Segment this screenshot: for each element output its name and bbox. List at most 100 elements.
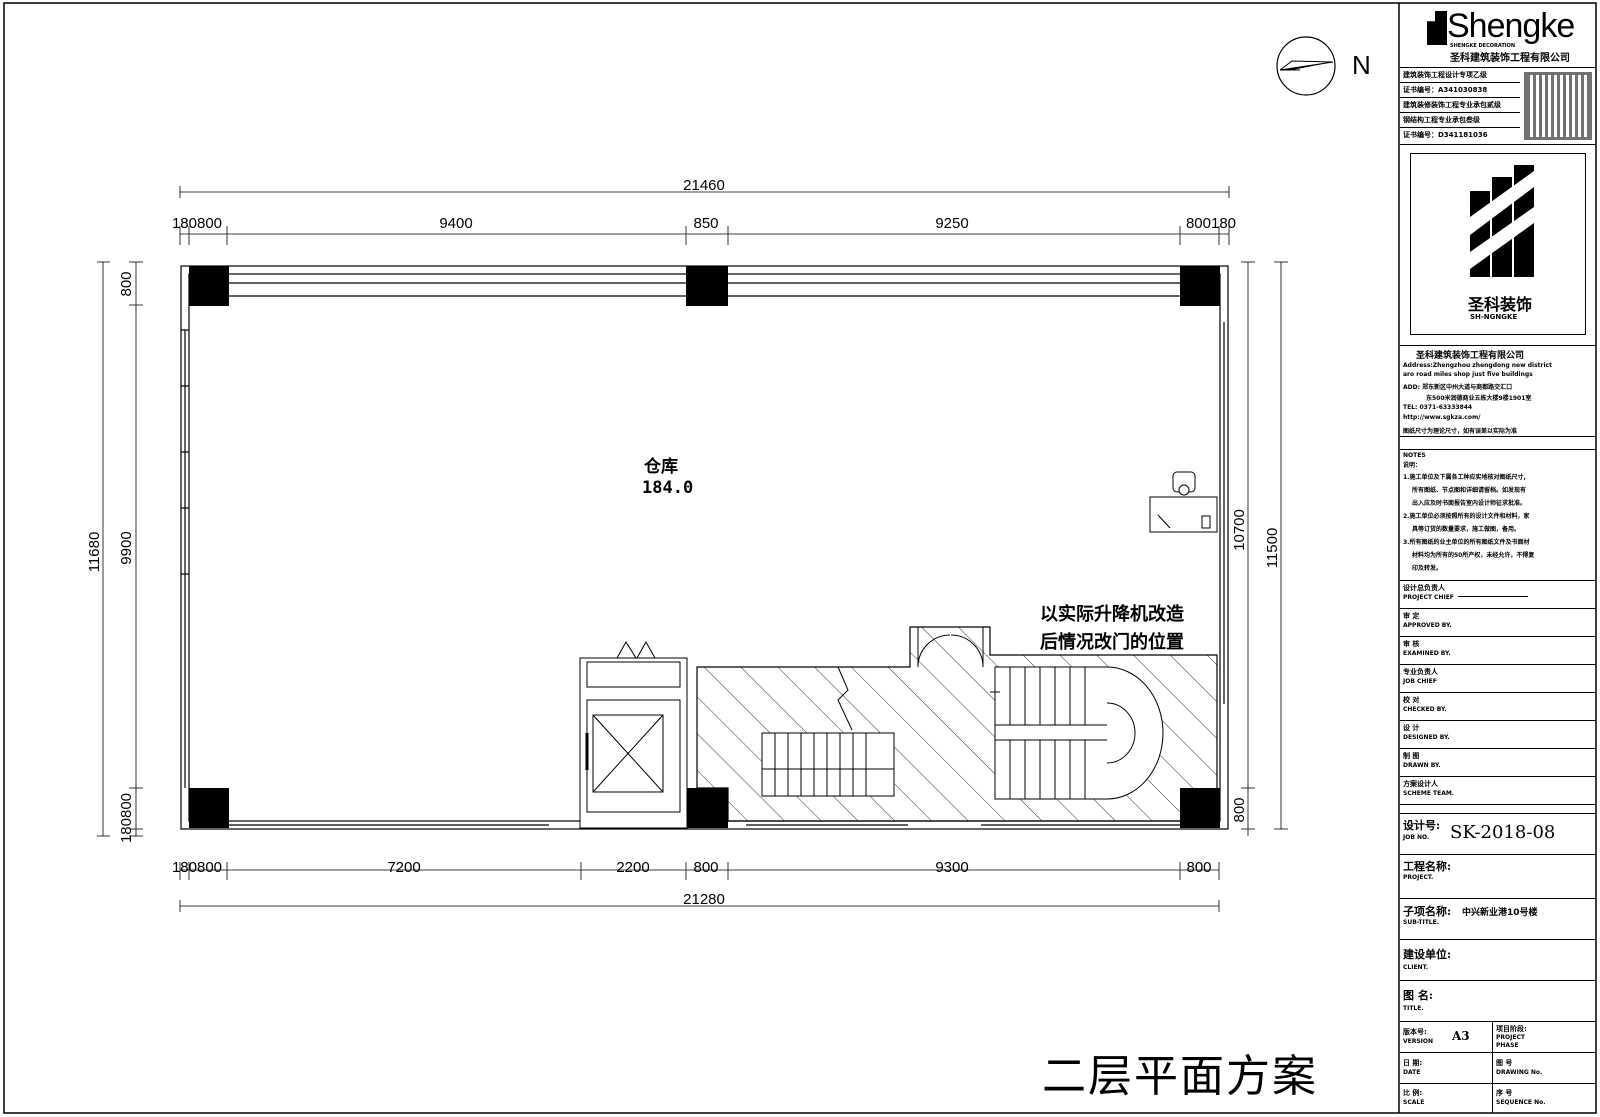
cert-block: 建筑装饰工程设计专项乙级 证书编号：A341030838 建筑装修装饰工程专业承…	[1400, 68, 1596, 145]
brand-company: 圣科建筑装饰工程有限公司	[1450, 53, 1570, 64]
note-line-1: 以实际升降机改造	[1040, 604, 1184, 625]
notes-sub: 说明：	[1403, 462, 1422, 469]
address-cn-2: 东500米润德商业五栋大楼9楼1901室	[1426, 395, 1532, 402]
role-en: JOB CHIEF	[1403, 678, 1437, 685]
seq-label: 序 号	[1496, 1089, 1513, 1097]
client-en: CLIENT.	[1403, 964, 1429, 971]
dim-top-seg-1: 180800	[172, 215, 222, 232]
cert-line-2: 证书编号：A341030838	[1400, 83, 1520, 98]
project-label: 工程名称:	[1403, 860, 1452, 873]
role-en: SCHEME TEAM.	[1403, 790, 1455, 797]
note-2: 所有图纸、节点图和详细请留档。如发现有	[1412, 487, 1527, 494]
note-1: 1.施工单位及下属各工种应实地核对图纸尺寸,	[1403, 474, 1526, 481]
scale-row: 比 例: SCALE 序 号 SEQUENCE No.	[1400, 1084, 1596, 1113]
note-7: 材料均为所有的50所产权，未经允许，不得复	[1412, 552, 1535, 559]
dim-right-inner: 10700	[1231, 509, 1248, 551]
role-en: DRAWN BY.	[1403, 762, 1441, 769]
north-label: N	[1352, 50, 1371, 80]
role-en: PROJECT CHIEF	[1403, 594, 1454, 601]
dim-bottom-overall: 21280	[683, 891, 725, 908]
top-dimension-lines	[179, 186, 1230, 245]
note-8: 印及转发。	[1412, 565, 1443, 572]
project-row: 工程名称: PROJECT.	[1400, 854, 1596, 899]
role-row: 审 定 APPROVED BY.	[1400, 608, 1596, 637]
role-row: 校 对 CHECKED BY.	[1400, 692, 1596, 721]
role-cn: 设 计	[1403, 724, 1420, 732]
job-no-label: 设计号:	[1403, 819, 1441, 832]
job-no-en: JOB NO.	[1403, 834, 1430, 841]
note-line-2: 后情况改门的位置	[1040, 632, 1184, 653]
seq-en: SEQUENCE No.	[1496, 1099, 1546, 1106]
client-row: 建设单位: CLIENT.	[1400, 940, 1596, 981]
brand-name: Shengke	[1447, 7, 1575, 45]
dim-top-overall: 21460	[683, 177, 725, 194]
title-label: 图 名:	[1403, 989, 1433, 1002]
role-cn: 审 定	[1403, 612, 1420, 620]
job-no-value: SK-2018-08	[1450, 822, 1556, 843]
address-block: 圣科建筑装饰工程有限公司 Address:Zhengzhou zhengdong…	[1400, 346, 1596, 437]
brand-sub: SHENGKE DECORATION	[1450, 43, 1516, 49]
role-cn: 设计总负责人	[1403, 584, 1445, 592]
dim-bottom-seg-2: 7200	[387, 859, 420, 876]
title-block: Shengke SHENGKE DECORATION 圣科建筑装饰工程有限公司 …	[1400, 3, 1596, 1113]
logo-box: 圣科装饰 SH-NGNGKE	[1400, 145, 1596, 346]
address-company: 圣科建筑装饰工程有限公司	[1416, 351, 1525, 361]
role-row: 设计总负责人 PROJECT CHIEF	[1400, 580, 1596, 609]
role-cn: 专业负责人	[1403, 668, 1438, 676]
title-row: 图 名: TITLE.	[1400, 981, 1596, 1022]
room-area: 184.0	[642, 478, 694, 498]
job-number-row: 设计号: JOB NO. SK-2018-08	[1400, 813, 1596, 855]
dim-top-seg-4: 9250	[935, 215, 968, 232]
qr-code-icon	[1524, 72, 1592, 140]
logo-cn: 圣科装饰	[1468, 295, 1533, 314]
note-6: 3.所有图纸的业主单位的所有图纸文件及书面材	[1403, 539, 1530, 546]
notes-title: NOTES	[1403, 452, 1426, 459]
address-tel: TEL: 0371-63333844	[1403, 404, 1473, 411]
dim-top-seg-5: 800180	[1186, 215, 1236, 232]
elevator-shaft	[579, 640, 688, 829]
phase-en-2: PHASE	[1496, 1042, 1519, 1049]
role-row: 设 计 DESIGNED BY.	[1400, 720, 1596, 749]
role-en: DESIGNED BY.	[1403, 734, 1450, 741]
brand-logo-icon	[1427, 11, 1447, 45]
role-cn: 制 图	[1403, 752, 1420, 760]
dim-bottom-seg-1: 180800	[172, 859, 222, 876]
role-row: 专业负责人 JOB CHIEF	[1400, 664, 1596, 693]
version-row: 版本号: VERSION A3 项目阶段: PROJECT PHASE	[1400, 1022, 1596, 1113]
role-row: 制 图 DRAWN BY.	[1400, 748, 1596, 777]
address-cn-1: ADD: 郑东新区中州大道与商都路交汇口	[1403, 384, 1513, 391]
role-en: EXAMINED BY.	[1403, 650, 1451, 657]
scale-en: SCALE	[1403, 1099, 1425, 1106]
cert-line-1: 建筑装饰工程设计专项乙级	[1400, 68, 1520, 83]
note-5: 具等订货的数量要求，施工做图，备用。	[1412, 526, 1521, 533]
right-dimension-lines	[1241, 261, 1288, 836]
north-compass	[1276, 36, 1336, 96]
project-en: PROJECT.	[1403, 874, 1434, 881]
dim-left-seg-3: 180800	[118, 793, 135, 843]
subtitle-value: 中兴新业港10号楼	[1462, 908, 1538, 918]
role-cn: 校 对	[1403, 696, 1420, 704]
sheet-border	[3, 2, 1597, 1114]
phase-en-1: PROJECT	[1496, 1034, 1525, 1041]
date-row: 日 期: DATE 图 号 DRAWING No.	[1400, 1053, 1596, 1084]
bottom-dimension-lines	[179, 862, 1220, 912]
version-value: A3	[1452, 1029, 1470, 1043]
cert-line-4: 钢结构工程专业承包叁级	[1400, 113, 1520, 128]
logo-en: SH-NGNGKE	[1470, 313, 1518, 321]
left-dimension-lines	[97, 261, 143, 837]
client-label: 建设单位:	[1403, 948, 1452, 961]
dim-bottom-seg-6: 800	[1186, 859, 1211, 876]
dim-left-seg-1: 800	[118, 271, 135, 296]
stair-door	[917, 627, 984, 668]
dim-bottom-seg-4: 800	[693, 859, 718, 876]
role-en: APPROVED BY.	[1403, 622, 1452, 629]
dim-top-seg-3: 850	[693, 215, 718, 232]
dim-left-seg-2: 9900	[118, 531, 135, 564]
dim-left-overall: 11680	[86, 532, 103, 573]
date-label: 日 期:	[1403, 1059, 1423, 1067]
room-name: 仓库	[644, 457, 678, 477]
date-en: DATE	[1403, 1069, 1421, 1076]
drawing-no-en: DRAWING No.	[1496, 1069, 1543, 1076]
subtitle-row: 子项名称: 中兴新业港10号楼 SUB-TITLE.	[1400, 899, 1596, 940]
